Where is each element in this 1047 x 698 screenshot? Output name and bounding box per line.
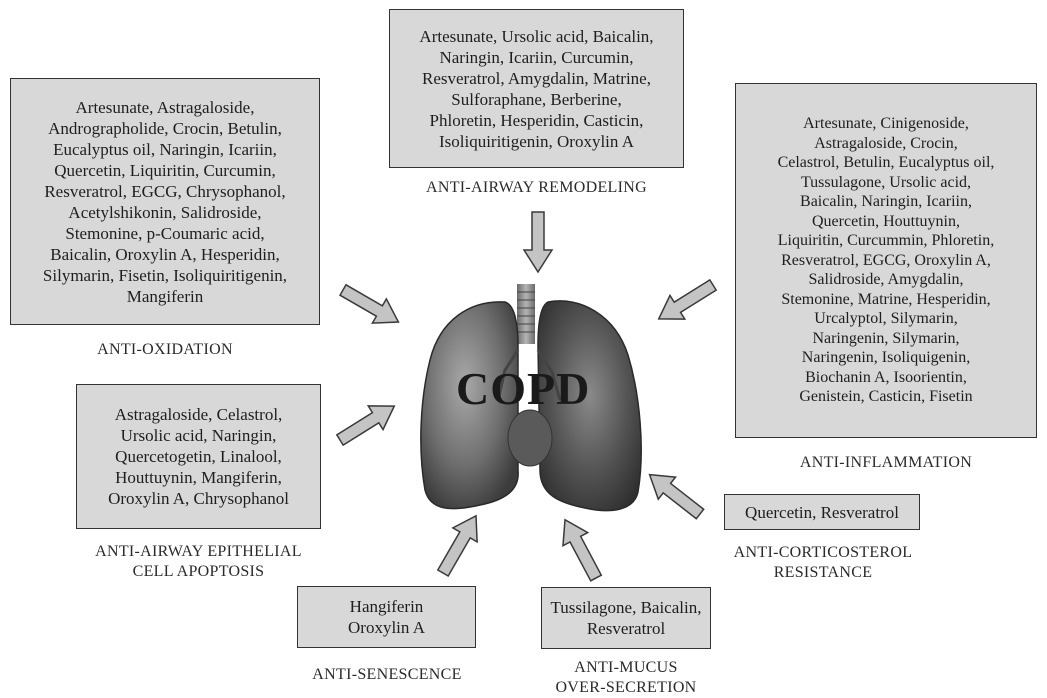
compounds-inflammation: Artesunate, Cinigenoside, Astragaloside,… <box>778 114 995 407</box>
caption-inflammation: ANTI-INFLAMMATION <box>735 453 1037 473</box>
caption-apoptosis: ANTI-AIRWAY EPITHELIAL CELL APOPTOSIS <box>56 542 341 582</box>
caption-mucus: ANTI-MUCUS OVER-SECRETION <box>526 658 726 698</box>
arrow-mucus-icon <box>553 513 609 584</box>
compounds-apoptosis: Astragaloside, Celastrol, Ursolic acid, … <box>108 404 289 509</box>
compounds-mucus: Tussilagone, Baicalin, Resveratrol <box>551 597 702 639</box>
box-apoptosis: Astragaloside, Celastrol, Ursolic acid, … <box>76 384 321 529</box>
box-remodeling: Artesunate, Ursolic acid, Baicalin, Nari… <box>389 9 684 168</box>
box-corticosterol: Quercetin, Resveratrol <box>724 494 920 530</box>
compounds-corticosterol: Quercetin, Resveratrol <box>745 502 899 523</box>
trachea-icon <box>517 284 535 344</box>
caption-corticosterol: ANTI-CORTICOSTEROL RESISTANCE <box>692 543 954 583</box>
box-mucus: Tussilagone, Baicalin, Resveratrol <box>541 587 711 649</box>
box-oxidation: Artesunate, Astragaloside, Andrographoli… <box>10 78 320 325</box>
box-senescence: Hangiferin Oroxylin A <box>297 586 476 648</box>
arrow-inflammation-icon <box>651 273 720 331</box>
arrow-remodeling-icon <box>524 212 552 272</box>
compounds-senescence: Hangiferin Oroxylin A <box>348 596 425 638</box>
heart-icon <box>508 410 552 466</box>
arrow-senescence-icon <box>431 509 488 580</box>
arrow-apoptosis-icon <box>333 394 402 452</box>
compounds-remodeling: Artesunate, Ursolic acid, Baicalin, Nari… <box>419 26 653 152</box>
caption-senescence: ANTI-SENESCENCE <box>287 665 487 685</box>
box-inflammation: Artesunate, Cinigenoside, Astragaloside,… <box>735 83 1037 438</box>
arrow-oxidation-icon <box>336 278 405 334</box>
center-label: COPD <box>456 362 590 415</box>
compounds-oxidation: Artesunate, Astragaloside, Andrographoli… <box>43 97 287 307</box>
caption-remodeling: ANTI-AIRWAY REMODELING <box>389 178 684 198</box>
arrow-corticosterol-icon <box>641 464 709 525</box>
caption-oxidation: ANTI-OXIDATION <box>10 340 320 360</box>
